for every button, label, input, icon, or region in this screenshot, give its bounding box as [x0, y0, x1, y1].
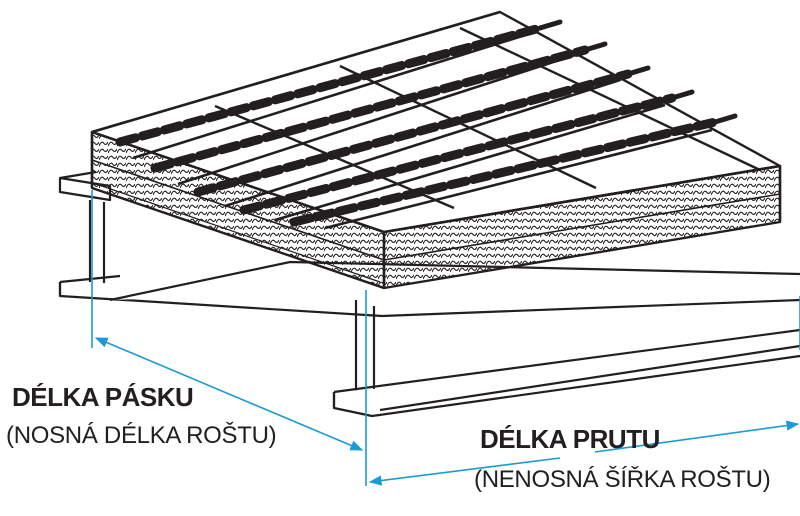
- right-edge-bar: [382, 164, 782, 290]
- cross-rod-length-sublabel: (NENOSNÁ ŠÍŘKA ROŠTU): [474, 466, 771, 493]
- right-support-beam: [332, 300, 800, 418]
- cross-rod-length-label: DÉLKA PRUTU: [480, 424, 660, 454]
- bearing-bar-length-label: DÉLKA PÁSKU: [12, 382, 194, 412]
- twisted-rods: [115, 19, 738, 227]
- left-support-beam: [58, 170, 800, 318]
- bearing-bar-length-sublabel: (NOSNÁ DÉLKA ROŠTU): [6, 422, 277, 449]
- dimension-lines: [91, 190, 800, 486]
